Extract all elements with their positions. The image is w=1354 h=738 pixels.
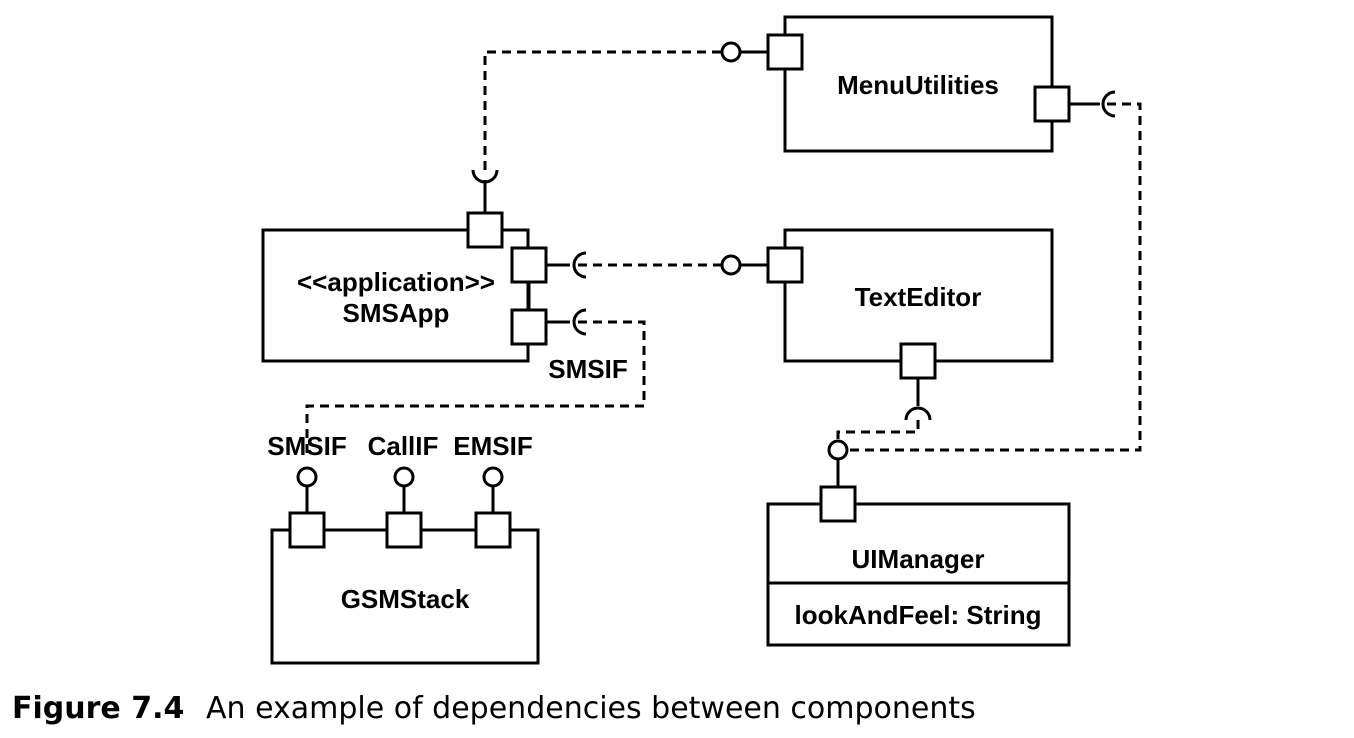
menuutilities-port-right [1033,85,1071,123]
gsmstack-interface-label-smsif: SMSIF [267,431,346,461]
dependency-texteditor-uimanager [836,420,920,440]
smsapp-port-right-1 [510,246,548,284]
smsapp-port-right-2 [510,308,548,346]
uimanager-provided-interface-icon [827,439,849,461]
gsmstack-provided-interface-emsif-icon [482,466,504,488]
gsmstack-provided-interface-callif-icon [393,466,415,488]
uimanager-box [766,502,1071,647]
gsmstack-provided-interface-smsif-icon [296,466,318,488]
dependency-smsapp-gsmstack [305,320,646,458]
uimanager-port-top [819,485,857,523]
gsmstack-port-smsif [288,511,326,549]
smsapp-required-interface-right-1-icon [572,251,587,279]
uimanager-attribute: lookAndFeel: String [795,600,1042,630]
menuutilities-provided-interface-icon [720,41,742,63]
component-smsapp[interactable]: <<application>> SMSApp SMSIF [261,169,628,384]
gsmstack-name: GSMStack [341,584,470,614]
texteditor-provided-interface-icon [720,254,742,276]
component-gsmstack[interactable]: GSMStack SMSIF CallIF EMSIF [267,431,540,665]
gsmstack-port-emsif [474,511,512,549]
uimanager-name: UIManager [852,544,985,574]
component-menuutilities[interactable]: MenuUtilities [720,15,1116,153]
smsapp-interface-label-smsif: SMSIF [548,354,627,384]
gsmstack-port-callif [385,511,423,549]
smsapp-name: SMSApp [343,298,450,328]
texteditor-port-left [766,246,804,284]
menuutilities-port-left [766,33,804,71]
component-texteditor[interactable]: TextEditor [720,228,1054,421]
dependency-menuutilities-uimanager [848,102,1142,452]
smsapp-required-interface-right-2-icon [572,308,587,336]
texteditor-required-interface-icon [904,406,932,421]
smsapp-port-top [466,211,504,249]
texteditor-name: TextEditor [855,282,982,312]
figure-caption: Figure 7.4 An example of dependencies be… [12,691,976,726]
gsmstack-interface-label-callif: CallIF [368,431,439,461]
menuutilities-box [783,15,1054,153]
gsmstack-interface-label-emsif: EMSIF [453,431,532,461]
texteditor-port-bottom [899,342,937,380]
menuutilities-name: MenuUtilities [837,70,999,100]
smsapp-required-interface-top-icon [471,169,499,184]
dependency-smsapp-menuutilities [483,50,722,170]
smsapp-stereotype: <<application>> [297,267,495,297]
figure-caption-label: Figure 7.4 [12,691,184,726]
figure-caption-text: An example of dependencies between compo… [206,691,976,726]
menuutilities-required-interface-icon [1101,90,1116,118]
component-uimanager[interactable]: UIManager lookAndFeel: String [766,439,1071,647]
